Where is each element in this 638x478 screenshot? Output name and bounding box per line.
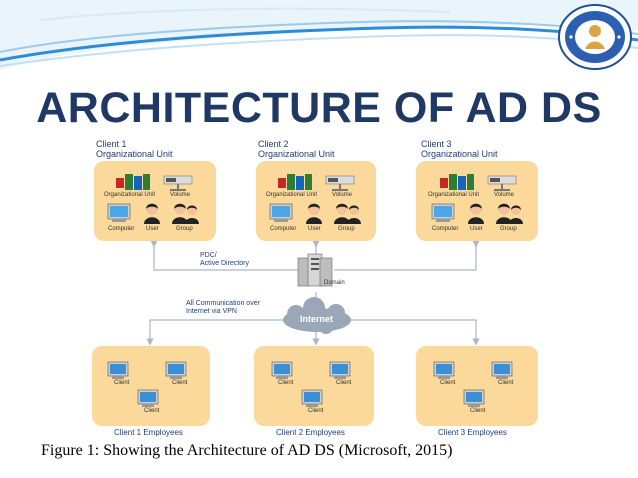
figure-caption: Figure 1: Showing the Architecture of AD… [41, 442, 453, 459]
client-2-computer-label: Computer [270, 226, 297, 232]
client-3-group-label: Group [500, 226, 517, 232]
client-3-employees-label: Client 3 Employees [438, 428, 507, 437]
client-computer-icon [491, 361, 513, 379]
client-3-client-label-c: Client [470, 408, 486, 414]
user-icon [468, 203, 484, 224]
computer-icon [431, 203, 455, 222]
client-3-icons [431, 174, 523, 224]
internet-label: Internet [300, 314, 334, 324]
client-1-computer-label: Computer [108, 226, 135, 232]
group-icon [172, 203, 199, 224]
user-icon [144, 203, 160, 224]
internet-cloud-icon [283, 297, 351, 334]
client-2-volume-label: Volume [332, 192, 353, 198]
client-1-user-label: User [146, 226, 159, 232]
client-3-ou-label: Organizational Unit [428, 192, 480, 198]
domain-server-icon [297, 253, 333, 287]
client-2-heading: Client 2 [258, 139, 289, 149]
client-1-volume-label: Volume [170, 192, 191, 198]
client-1-client-label-a: Client [114, 380, 130, 386]
organizational-unit-icon [440, 174, 474, 190]
client-3-unit-label: Organizational Unit [421, 149, 498, 159]
client-3-client-label-b: Client [498, 380, 514, 386]
domain-label: Domain [324, 280, 345, 286]
internet-to-employees-connectors [146, 319, 480, 346]
communication-note-line-2: Internet via VPN [186, 308, 237, 315]
client-2-user-label: User [308, 226, 321, 232]
group-icon [496, 203, 523, 224]
client-computer-icon [165, 361, 187, 379]
client-3-user-label: User [470, 226, 483, 232]
client-3-computer-label: Computer [432, 226, 459, 232]
client-1-group-label: Group [176, 226, 193, 232]
client-1-icons [107, 174, 199, 224]
client-computer-icon [433, 361, 455, 379]
volume-icon [325, 175, 355, 191]
client-2-client-label-c: Client [308, 408, 324, 414]
client-1-unit-label: Organizational Unit [96, 149, 173, 159]
client-computer-icon [271, 361, 293, 379]
organizational-unit-icon [116, 174, 150, 190]
client-2-employee-computers [271, 361, 351, 407]
university-seal-logo [558, 4, 632, 70]
client-1-heading: Client 1 [96, 139, 127, 149]
client-2-icons [269, 174, 361, 224]
client-3-employee-computers [433, 361, 513, 407]
client-computer-icon [463, 389, 485, 407]
volume-icon [163, 175, 193, 191]
client-1-client-label-b: Client [172, 380, 188, 386]
client-1-client-label-c: Client [144, 408, 160, 414]
computer-icon [269, 203, 293, 222]
client-2-client-label-a: Client [278, 380, 294, 386]
client-3-client-label-a: Client [440, 380, 456, 386]
header-swoosh-decoration [0, 0, 638, 70]
client-2-client-label-b: Client [336, 380, 352, 386]
client-3-heading: Client 3 [421, 139, 452, 149]
slide-title: ARCHITECTURE OF AD DS [36, 84, 602, 132]
client-2-group-label: Group [338, 226, 355, 232]
ad-ds-architecture-diagram: Client 1 Organizational Unit Client 2 Or… [86, 134, 542, 442]
client-1-employees-label: Client 1 Employees [114, 428, 183, 437]
computer-icon [107, 203, 131, 222]
client-1-ou-label: Organizational Unit [104, 192, 156, 198]
client-computer-icon [137, 389, 159, 407]
client-computer-icon [107, 361, 129, 379]
active-directory-label: Active Directory [200, 260, 250, 267]
client-3-volume-label: Volume [494, 192, 515, 198]
client-1-employee-computers [107, 361, 187, 407]
communication-note-line-1: All Communication over [186, 300, 260, 307]
client-2-employees-label: Client 2 Employees [276, 428, 345, 437]
diagram-canvas [92, 161, 538, 426]
group-icon [334, 203, 361, 224]
user-icon [306, 203, 322, 224]
organizational-unit-icon [278, 174, 312, 190]
client-2-ou-label: Organizational Unit [266, 192, 318, 198]
client-computer-icon [301, 389, 323, 407]
pdc-label: PDC/ [200, 252, 217, 259]
client-computer-icon [329, 361, 351, 379]
volume-icon [487, 175, 517, 191]
client-2-unit-label: Organizational Unit [258, 149, 335, 159]
